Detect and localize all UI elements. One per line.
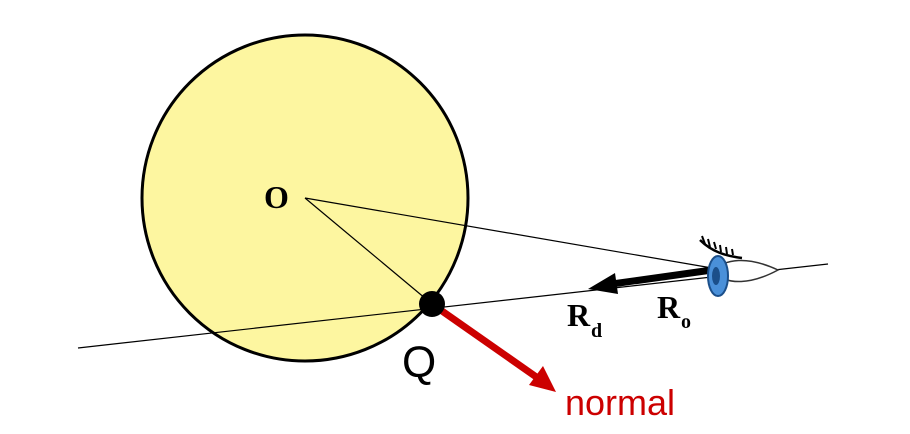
ray-line: [77, 263, 829, 349]
hit-point-dot: [419, 291, 445, 317]
svg-text:o: o: [681, 311, 691, 333]
eye-icon: [699, 235, 780, 297]
hit-point-label: Q: [402, 338, 436, 387]
origin-to-eye-line: [304, 197, 713, 269]
radius-line: [304, 197, 433, 305]
svg-text:R: R: [567, 297, 591, 333]
svg-text:d: d: [591, 320, 602, 342]
svg-text:R: R: [657, 289, 681, 325]
ray-direction-label: R d: [567, 297, 602, 342]
normal-label: normal: [565, 382, 675, 423]
ray-direction-arrow: [588, 266, 713, 294]
normal-arrow: [429, 301, 556, 392]
ray-origin-label: R o: [657, 289, 691, 333]
origin-label: O: [264, 179, 289, 215]
